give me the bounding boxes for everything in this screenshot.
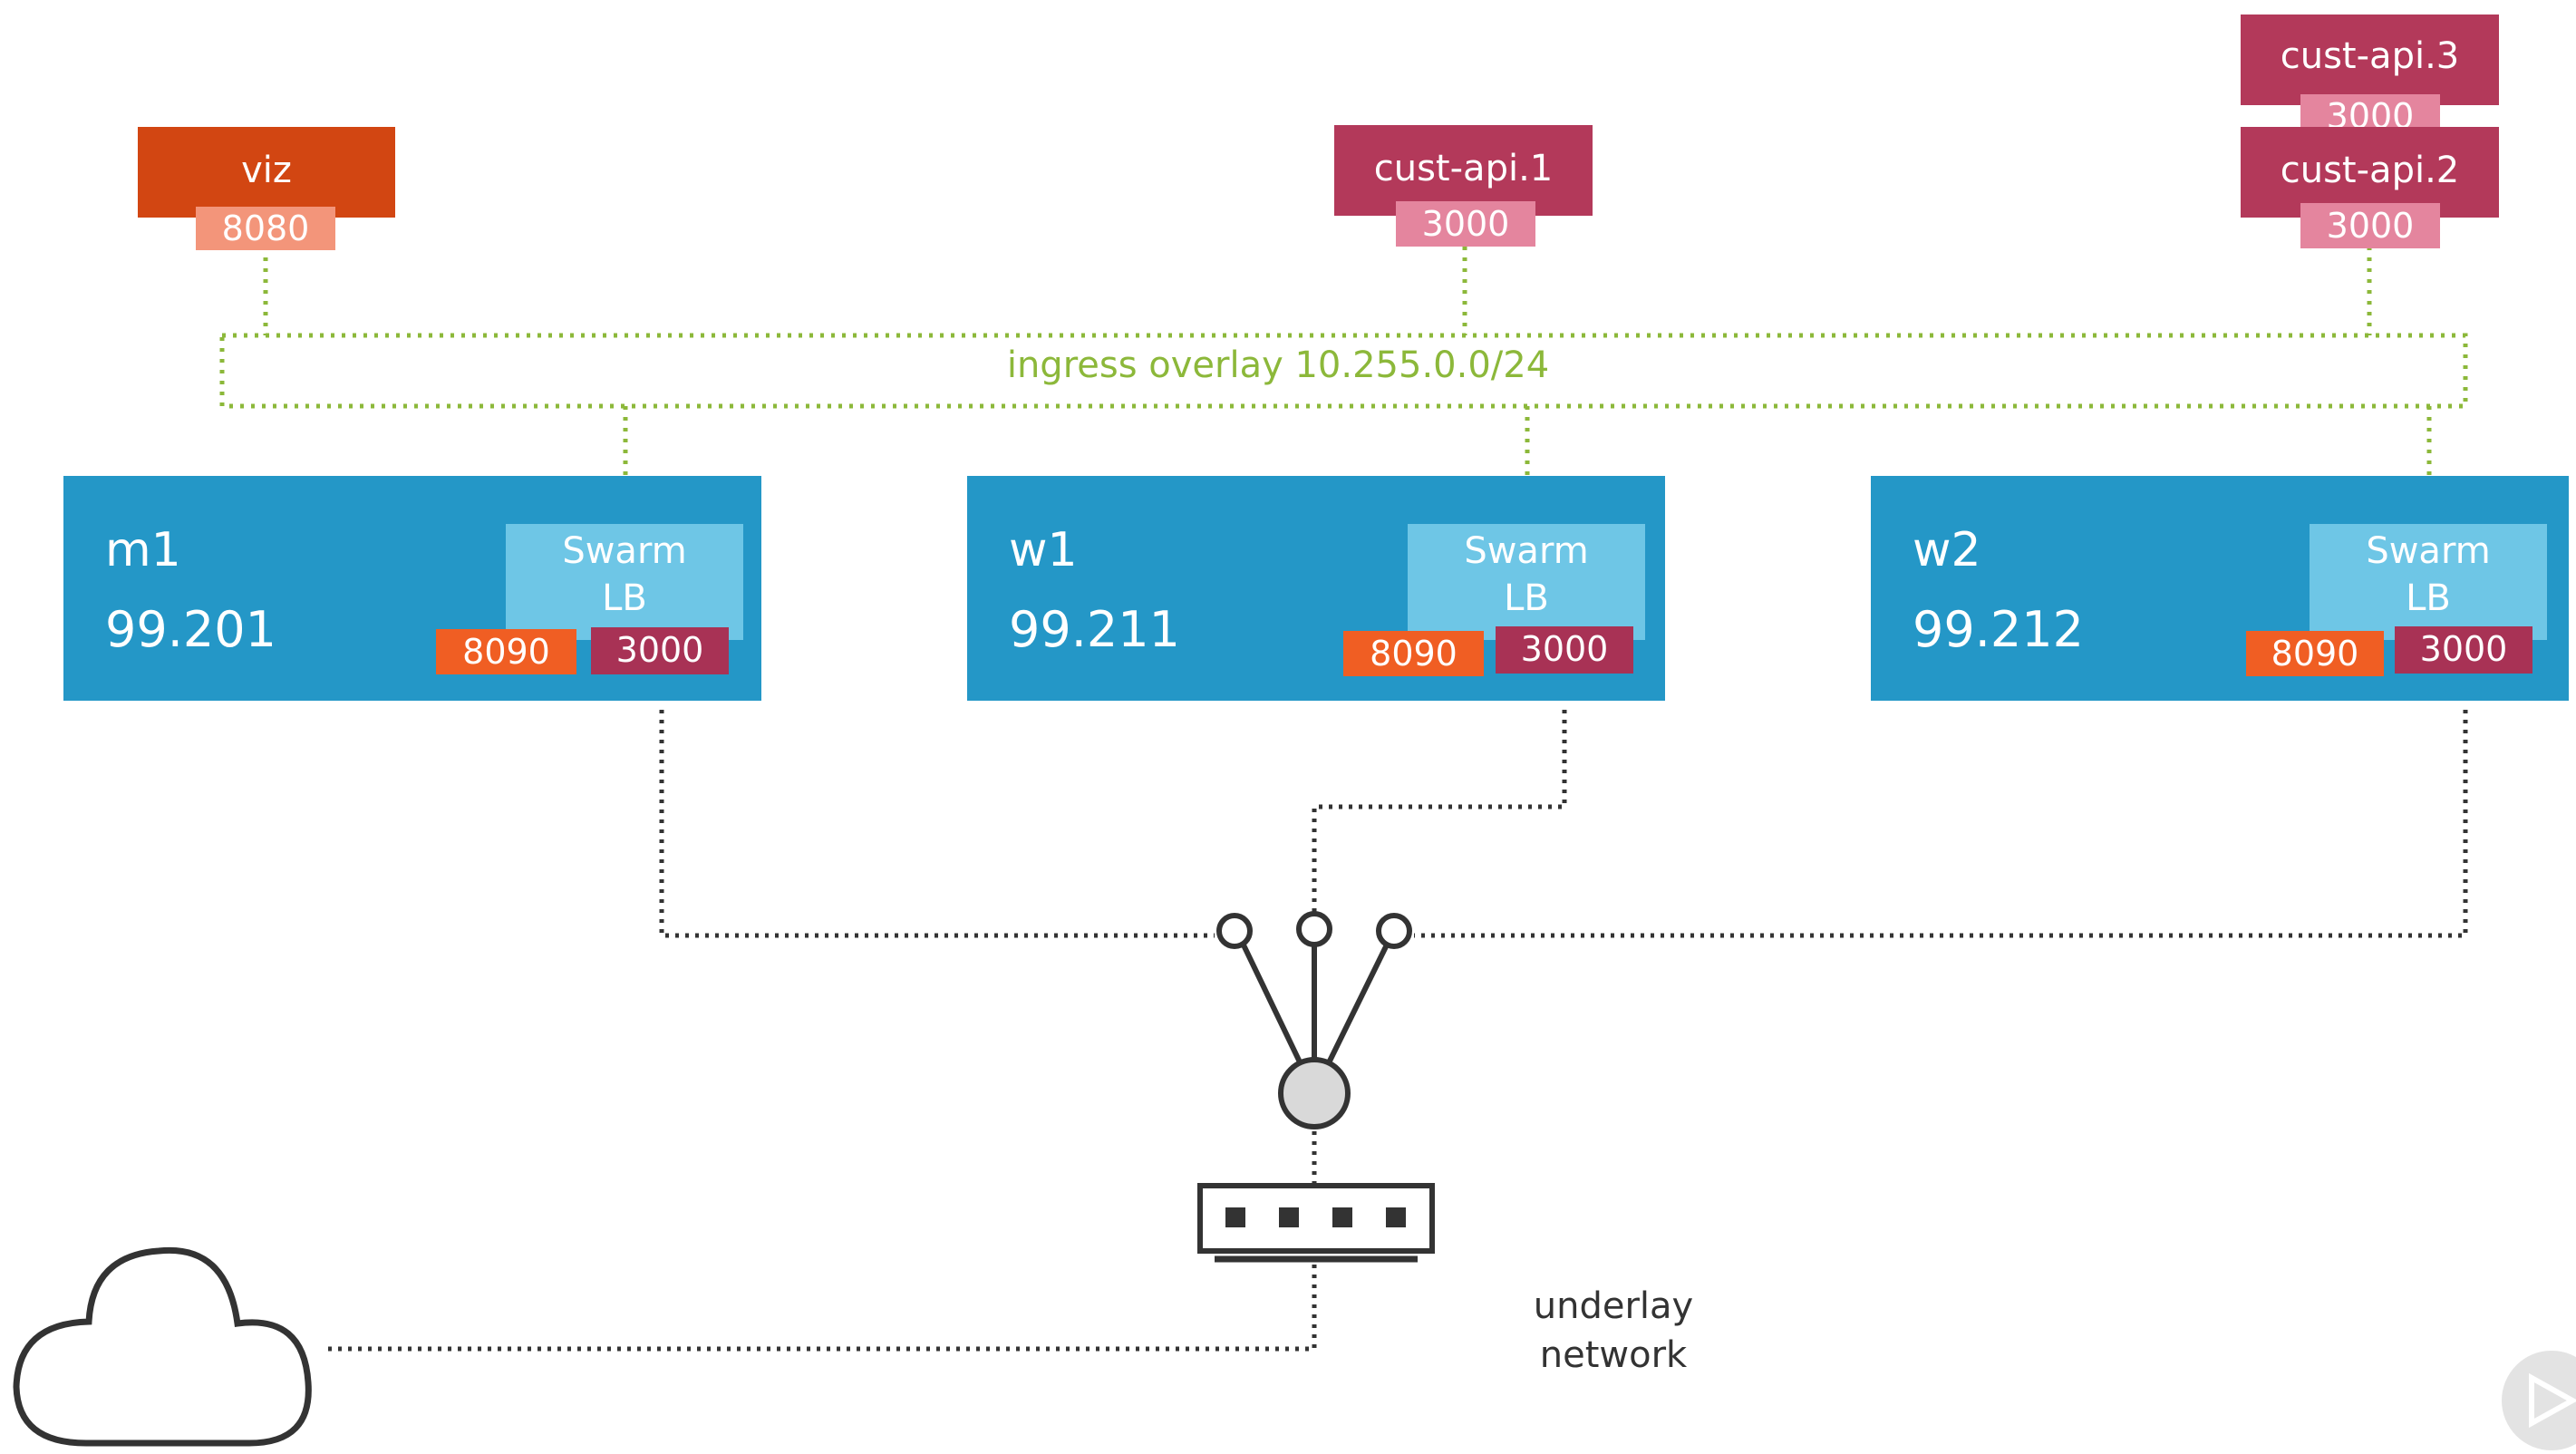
- cust-api-2-name: cust-api.2: [2280, 150, 2460, 191]
- underlay-label-line1: underlay: [1533, 1285, 1694, 1327]
- underlay-connectors: [322, 710, 2468, 1352]
- swarm-lb: Swarm LB: [2310, 524, 2547, 640]
- node-w1: w1 99.211 Swarm LB 8090 3000: [967, 476, 1665, 701]
- overlay-network-box: [219, 333, 2468, 409]
- cust-api-1-name: cust-api.1: [1373, 148, 1554, 189]
- router-icon: [1216, 911, 1412, 1129]
- cloud-icon: [13, 1246, 312, 1447]
- swarm-lb-line1: Swarm: [1464, 530, 1589, 572]
- node-hostname: w1: [1009, 523, 1078, 577]
- port-3000: 3000: [1496, 626, 1633, 674]
- play-icon: [2502, 1351, 2576, 1450]
- node-hostname: w2: [1913, 523, 1981, 577]
- cust-api-3-service: cust-api.3: [2241, 15, 2499, 105]
- port-8090: 8090: [2246, 631, 2384, 676]
- swarm-lb-line2: LB: [2406, 577, 2451, 619]
- viz-port: 8080: [196, 207, 335, 250]
- swarm-lb-line2: LB: [1504, 577, 1549, 619]
- cust-api-1-service: cust-api.1: [1334, 125, 1593, 216]
- node-w2: w2 99.212 Swarm LB 8090 3000: [1871, 476, 2569, 701]
- swarm-lb-line1: Swarm: [2366, 530, 2491, 572]
- node-hostname: m1: [105, 523, 181, 577]
- node-ip: 99.211: [1009, 601, 1180, 658]
- viz-service-name: viz: [241, 150, 292, 191]
- swarm-lb: Swarm LB: [506, 524, 743, 640]
- underlay-network-label: underlay network: [1468, 1282, 1758, 1380]
- cust-api-3-name: cust-api.3: [2280, 35, 2460, 77]
- port-3000: 3000: [2395, 626, 2532, 674]
- node-ip: 99.201: [105, 601, 276, 658]
- switch-icon: [1197, 1183, 1435, 1263]
- port-8090: 8090: [436, 629, 576, 674]
- port-8090: 8090: [1343, 631, 1484, 676]
- node-m1: m1 99.201 Swarm LB 8090 3000: [63, 476, 761, 701]
- swarm-lb: Swarm LB: [1408, 524, 1645, 640]
- cust-api-2-service: cust-api.2: [2241, 127, 2499, 218]
- swarm-lb-line1: Swarm: [562, 530, 687, 572]
- swarm-lb-line2: LB: [602, 577, 647, 619]
- underlay-label-line2: network: [1539, 1334, 1688, 1376]
- overlay-network-label: ingress overlay 10.255.0.0/24: [1006, 344, 1550, 386]
- cust-api-1-port: 3000: [1396, 201, 1535, 247]
- cust-api-2-port: 3000: [2300, 203, 2440, 248]
- node-ip: 99.212: [1913, 601, 2084, 658]
- viz-service: viz: [138, 127, 395, 218]
- port-3000: 3000: [591, 627, 729, 674]
